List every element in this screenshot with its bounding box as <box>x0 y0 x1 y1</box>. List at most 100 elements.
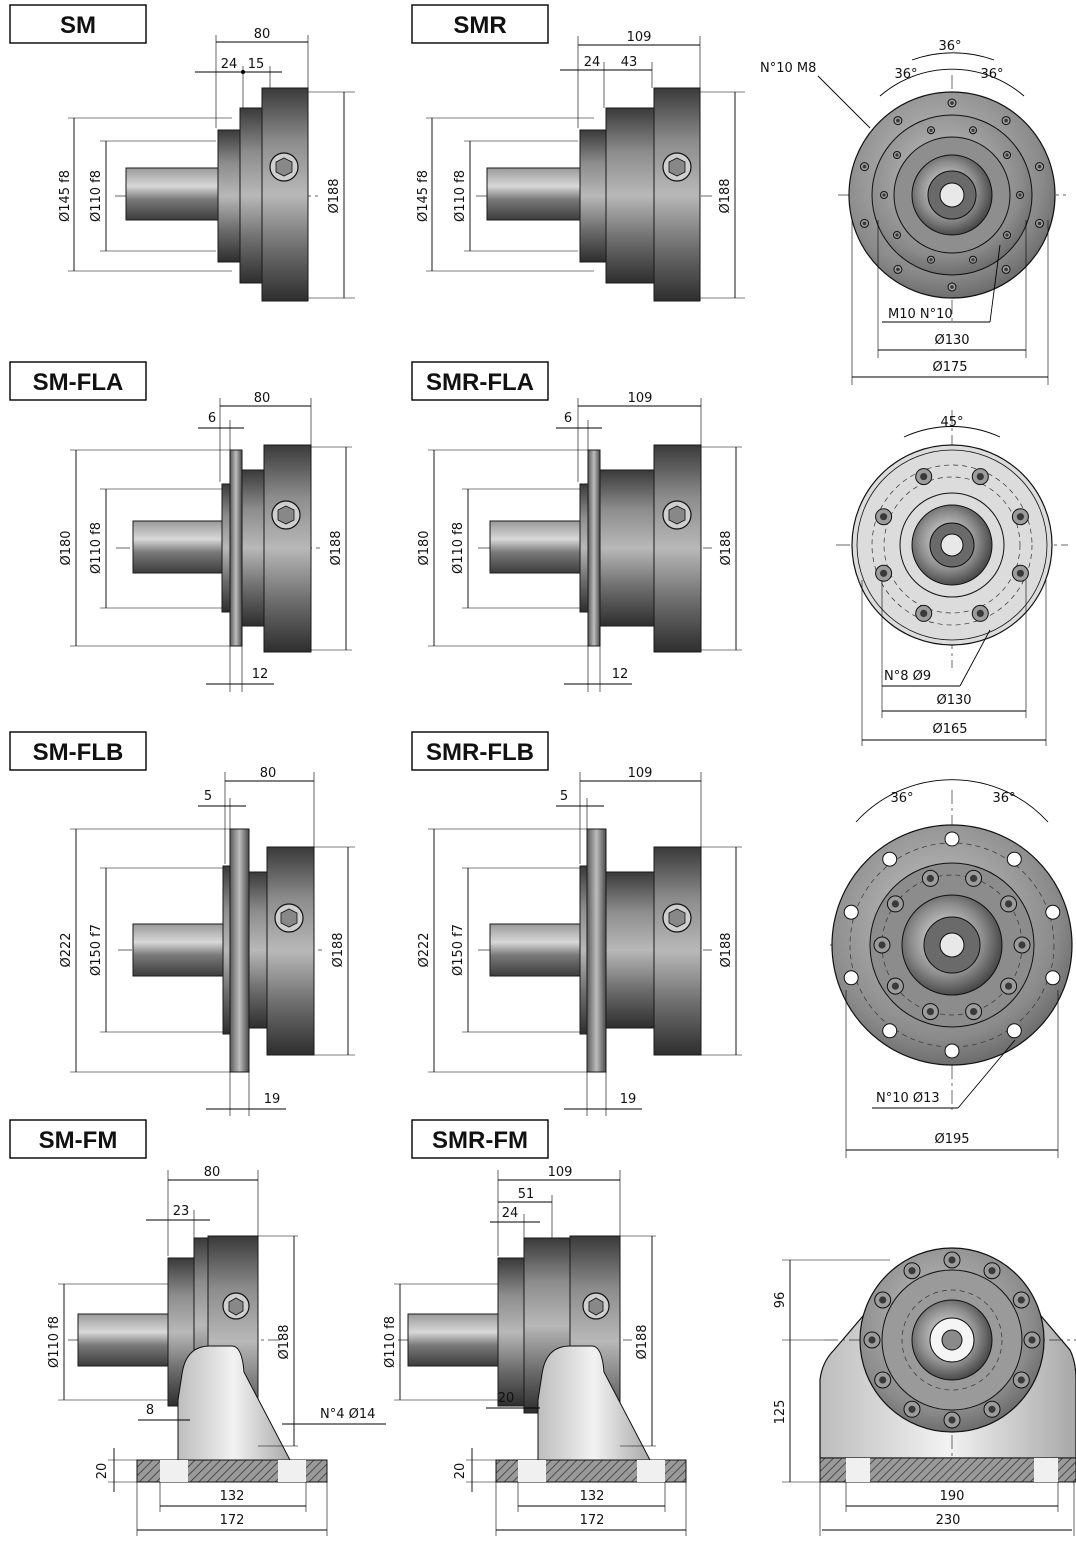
dim-sm-fm-length: 80 <box>204 1165 221 1180</box>
bolt-holes-outer <box>860 98 1044 292</box>
row-1: SM 80 24 15 Ø145 f8 <box>9 4 1066 385</box>
row-4: SM-FM 80 23 Ø110 f8 <box>9 1119 1076 1536</box>
title-box-smr-fla: SMR-FLA <box>411 361 549 401</box>
title-smr-fm: SMR-FM <box>432 1127 528 1154</box>
front2-holes: N°8 Ø9 <box>884 669 931 684</box>
front4-h-bottom: 125 <box>773 1400 788 1425</box>
dim-sm-fla-a: 6 <box>208 411 216 426</box>
bolt-socket-icon <box>948 1256 956 1264</box>
front1-holes-inner: M10 N°10 <box>888 307 953 322</box>
dim-sm-flb-pilot: Ø150 f7 <box>89 924 104 976</box>
bolt-socket-icon <box>988 1405 996 1413</box>
title-smr-flb: SMR-FLB <box>426 739 534 766</box>
side-view-smr-fm: 109 51 24 Ø110 f8 Ø188 20 20 132 <box>383 1165 687 1536</box>
front2-d-inner: Ø130 <box>936 693 971 708</box>
dim-sm-b: 15 <box>248 57 265 72</box>
bolt-hole-icon <box>843 904 859 920</box>
bolt-holes <box>863 1251 1041 1429</box>
bolt-socket-icon <box>862 164 867 169</box>
bolt-socket-icon <box>950 285 954 289</box>
bolt-hole-icon <box>882 1023 898 1039</box>
bolt-socket-icon <box>920 473 928 481</box>
dim-sm-fm-a: 23 <box>173 1204 190 1219</box>
bolt-socket-icon <box>880 513 888 521</box>
front3-holes: N°10 Ø13 <box>876 1091 940 1106</box>
front1-holes-outer: N°10 M8 <box>760 61 816 76</box>
bolt-socket-icon <box>878 941 886 949</box>
bolt-hole-icon <box>1006 851 1022 867</box>
title-box-sm-fla: SM-FLA <box>9 361 147 401</box>
title-smr: SMR <box>453 12 506 39</box>
dim-smr-fm-b: 51 <box>518 1187 535 1202</box>
bolt-socket-icon <box>862 221 867 226</box>
title-box-smr-fm: SMR-FM <box>411 1119 549 1159</box>
bolt-socket-icon <box>1017 1296 1025 1304</box>
dim-sm-pilot: Ø110 f8 <box>89 170 104 222</box>
bolt-socket-icon <box>1005 982 1013 990</box>
front2-d-outer: Ø165 <box>932 722 967 737</box>
bolt-socket-icon <box>950 101 954 105</box>
title-sm-fm: SM-FM <box>39 1127 118 1154</box>
bolt-socket-icon <box>948 1416 956 1424</box>
bolt-socket-icon <box>926 874 935 883</box>
title-box-smr: SMR <box>411 4 549 44</box>
title-box-smr-flb: SMR-FLB <box>411 731 549 771</box>
row-2: SM-FLA 80 6 Ø180 Ø110 f8 <box>9 361 1068 746</box>
bolt-socket-icon <box>908 1405 916 1413</box>
dim-smr-length: 109 <box>627 30 652 45</box>
dim-smr-flb-a: 5 <box>560 789 568 804</box>
bolt-hole-icon <box>1045 970 1061 986</box>
bolt-socket-icon <box>1018 941 1026 949</box>
bolt-socket-icon <box>1005 900 1013 908</box>
bolt-socket-icon <box>882 193 886 197</box>
dim-smr-fm-foot-offset: 20 <box>498 1391 515 1406</box>
side-view-smr: 109 24 43 Ø145 f8 Ø110 f8 Ø188 <box>416 30 745 302</box>
dim-sm-flb-outer: Ø222 <box>59 932 74 967</box>
bolt-hole-icon <box>1006 1023 1022 1039</box>
title-smr-fla: SMR-FLA <box>426 369 534 396</box>
bolt-socket-icon <box>1016 569 1024 577</box>
bolt-socket-icon <box>1037 221 1042 226</box>
front-view-2: 45° N°8 Ø9 Ø130 Ø165 <box>836 410 1068 746</box>
dim-smr-pilot: Ø110 f8 <box>453 170 468 222</box>
side-view-sm-fm: 80 23 Ø110 f8 Ø188 8 20 N°4 Ø14 132 <box>47 1165 386 1536</box>
title-box-sm-flb: SM-FLB <box>9 731 147 771</box>
front1-angle-left: 36° <box>894 67 917 82</box>
dim-smr-flb-length: 109 <box>628 766 653 781</box>
dim-sm-flb-bottom: 19 <box>264 1092 281 1107</box>
dim-sm-a: 24 <box>221 57 238 72</box>
dim-sm-flb-a: 5 <box>204 789 212 804</box>
dim-sm-fm-body: Ø188 <box>277 1324 292 1359</box>
front1-angle-right: 36° <box>980 67 1003 82</box>
dim-smr-fla-length: 109 <box>628 391 653 406</box>
bolt-socket-icon <box>879 1376 887 1384</box>
dim-sm-fm-holes: N°4 Ø14 <box>320 1407 375 1422</box>
front3-angle-left: 36° <box>890 791 913 806</box>
bolt-socket-icon <box>988 1267 996 1275</box>
dim-smr-fm-length: 109 <box>548 1165 573 1180</box>
bolt-socket-icon <box>976 473 984 481</box>
bolt-socket-icon <box>1018 193 1022 197</box>
dim-smr-outer: Ø145 f8 <box>416 170 431 222</box>
dim-smr-fm-body: Ø188 <box>635 1324 650 1359</box>
side-view-sm-fla: 80 6 Ø180 Ø110 f8 Ø188 12 <box>59 391 352 692</box>
bolt-socket-icon <box>1004 267 1008 272</box>
dim-sm-fla-pilot: Ø110 f8 <box>89 522 104 574</box>
bolt-socket-icon <box>970 1008 978 1016</box>
front3-d-outer: Ø195 <box>934 1132 969 1147</box>
dim-sm-fm-outer-w: 172 <box>220 1513 245 1528</box>
dim-smr-a: 24 <box>584 55 601 70</box>
bolt-hole-icon <box>882 851 898 867</box>
front4-w-outer: 230 <box>936 1513 961 1528</box>
bolt-hole-icon <box>944 1043 960 1059</box>
bolt-holes-inner <box>873 869 1031 1021</box>
title-sm-flb: SM-FLB <box>33 739 124 766</box>
dim-smr-flb-outer: Ø222 <box>417 932 432 967</box>
bolt-socket-icon <box>976 609 984 618</box>
dim-smr-flb-bottom: 19 <box>620 1092 637 1107</box>
front3-angle-right: 36° <box>992 791 1015 806</box>
bolt-socket-icon <box>1004 118 1008 123</box>
bolt-socket-icon <box>879 1296 887 1304</box>
bolt-holes-inner <box>880 126 1024 264</box>
